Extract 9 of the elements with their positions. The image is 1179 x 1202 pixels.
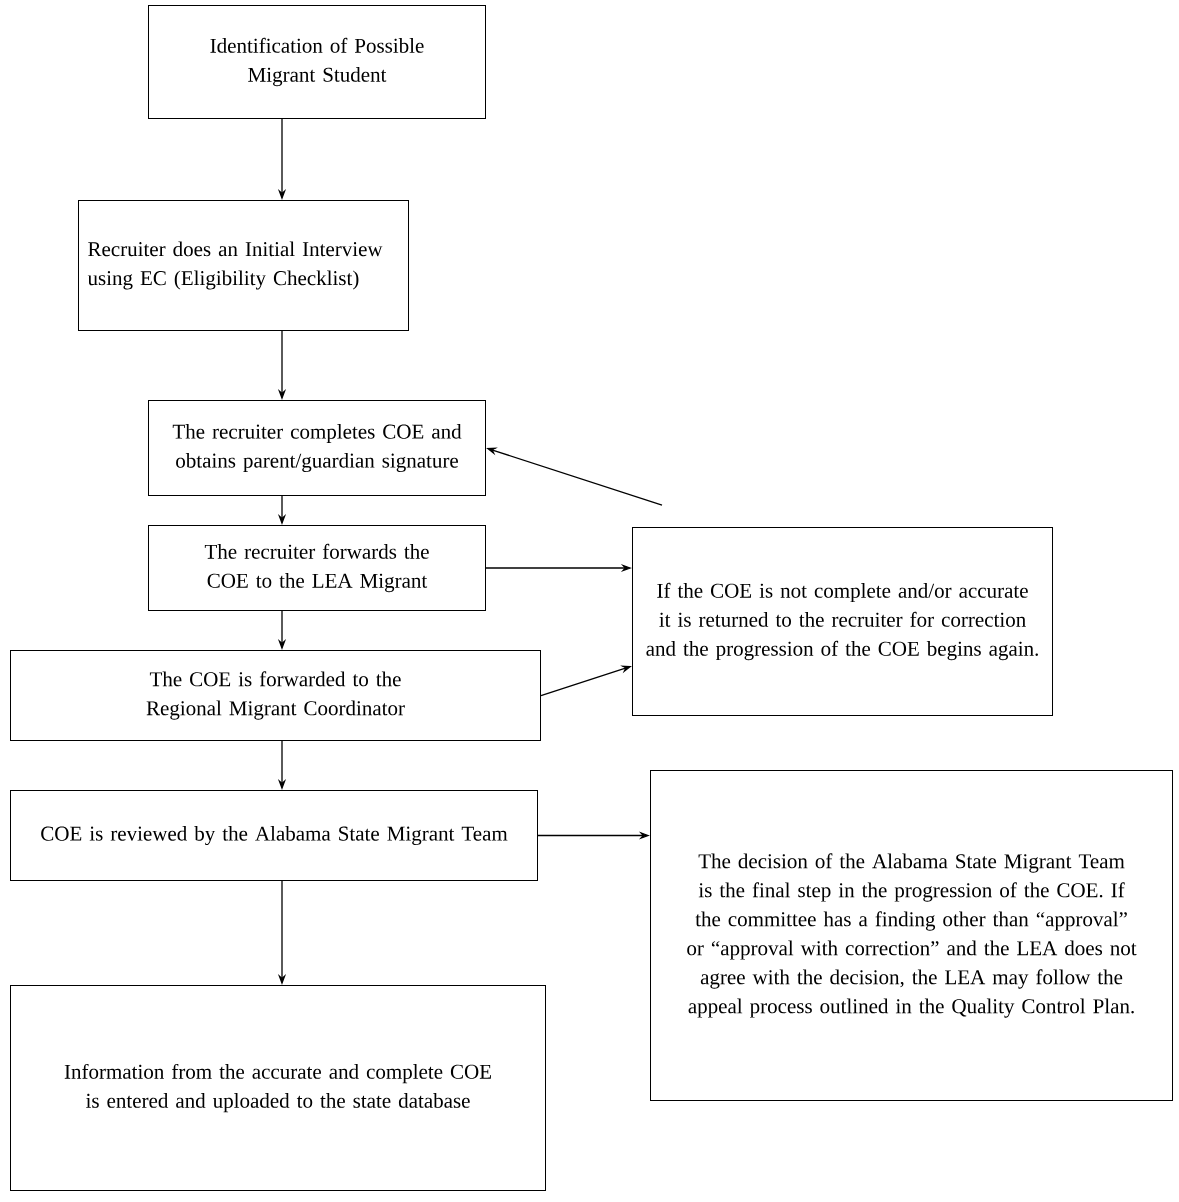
process-box: The decision of the Alabama State Migrant Team is the final step in the progression of the COE. If the committee has a finding other than “approval” or “approval with correction” and the LEA does not agree with the decision, the LEA may follow the appeal process outlined in the Quality Control Plan. [650,770,1173,1101]
process-box: Identification of Possible Migrant Student [148,5,486,119]
process-box: If the COE is not complete and/or accurate it is returned to the recruiter for correction and the progression of the COE begins again. [632,527,1053,716]
process-box: The recruiter completes COE and obtains parent/guardian signature [148,400,486,496]
process-box: Information from the accurate and complete COE is entered and uploaded to the state database [10,985,546,1191]
process-box: The recruiter forwards the COE to the LEA Migrant [148,525,486,611]
process-box: The COE is forwarded to the Regional Migrant Coordinator [10,650,541,741]
process-box: Recruiter does an Initial Interview using EC (Eligibility Checklist) [78,200,409,331]
process-box: COE is reviewed by the Alabama State Migrant Team [10,790,538,881]
